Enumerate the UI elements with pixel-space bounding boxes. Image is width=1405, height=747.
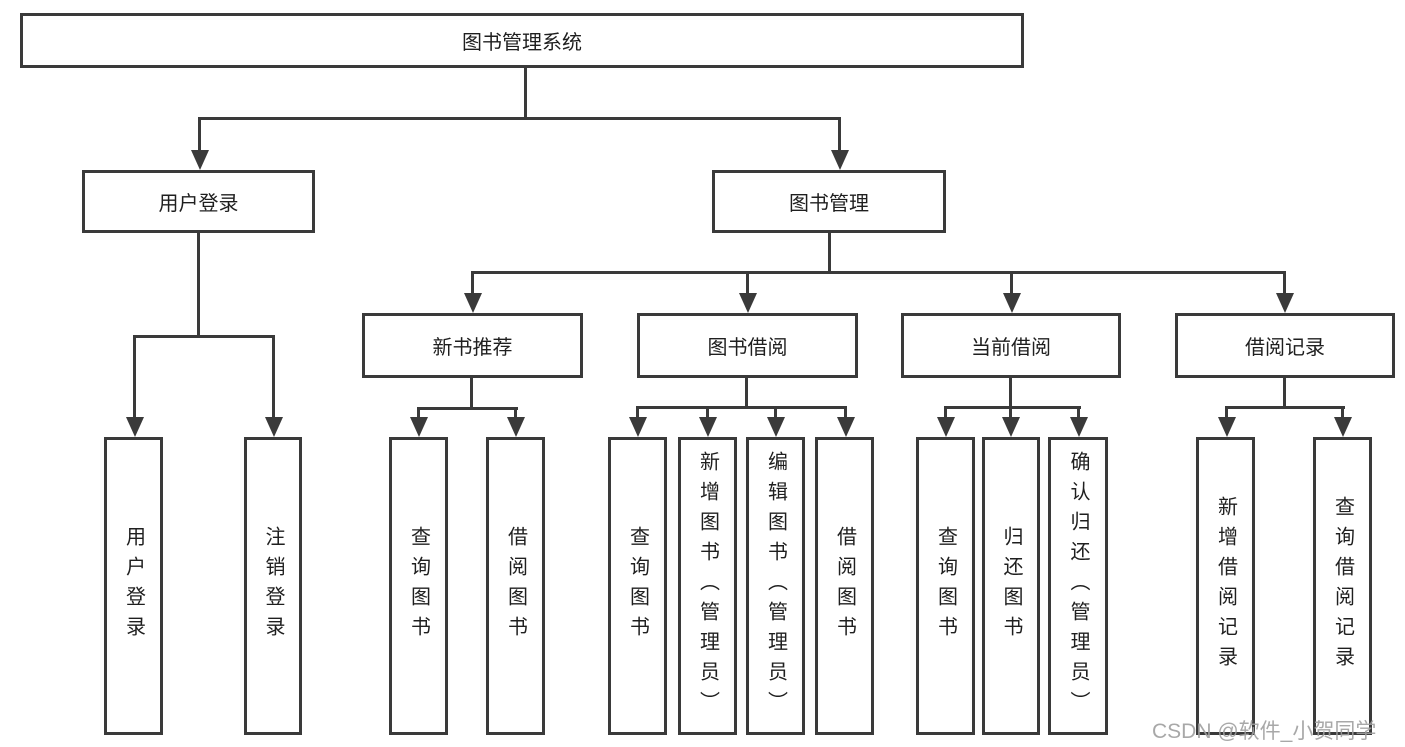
leaf-label: 新增借阅记录	[1214, 496, 1237, 676]
connector-line	[774, 406, 777, 421]
arrow-down-icon	[410, 417, 428, 437]
leaf-label: 借阅图书	[504, 526, 527, 646]
connector-line	[944, 406, 1081, 409]
node-label: 新书推荐	[432, 337, 513, 359]
leaf-label: 用户登录	[122, 526, 145, 646]
node-label: 用户登录	[158, 193, 239, 215]
node-label: 图书借阅	[707, 337, 788, 359]
arrow-down-icon	[265, 417, 283, 437]
leaf-label: 查询图书	[934, 526, 957, 646]
node-borrow-records: 借阅记录	[1175, 313, 1395, 378]
connector-line	[417, 407, 420, 421]
leaf-label: 归还图书	[1000, 526, 1022, 646]
node-current-borrow: 当前借阅	[901, 313, 1121, 378]
connector-line	[1225, 406, 1345, 409]
leaf-query-books-1: 查询图书	[389, 437, 448, 735]
arrow-down-icon	[937, 417, 955, 437]
arrow-down-icon	[831, 150, 849, 170]
connector-line	[838, 117, 841, 154]
leaf-logout: 注销登录	[244, 437, 302, 735]
connector-line	[514, 407, 517, 421]
arrow-down-icon	[1002, 417, 1020, 437]
arrow-down-icon	[1218, 417, 1236, 437]
arrow-down-icon	[837, 417, 855, 437]
arrow-down-icon	[507, 417, 525, 437]
leaf-add-book-admin: 新增图书（管理员）	[678, 437, 737, 735]
leaf-label: 注销登录	[262, 526, 284, 646]
connector-line	[133, 335, 275, 338]
node-root: 图书管理系统	[20, 13, 1024, 68]
arrow-down-icon	[629, 417, 647, 437]
connector-line	[636, 406, 847, 409]
arrow-down-icon	[464, 293, 482, 313]
node-new-book-recommend: 新书推荐	[362, 313, 583, 378]
arrow-down-icon	[699, 417, 717, 437]
connector-line	[746, 271, 749, 298]
connector-line	[1077, 406, 1080, 421]
connector-line	[944, 406, 947, 421]
connector-line	[198, 117, 201, 154]
connector-line	[844, 406, 847, 421]
node-book-borrow: 图书借阅	[637, 313, 858, 378]
leaf-query-books-2: 查询图书	[608, 437, 667, 735]
connector-line	[1341, 406, 1344, 421]
node-book-management: 图书管理	[712, 170, 946, 233]
arrow-down-icon	[1276, 293, 1294, 313]
connector-line	[524, 68, 527, 118]
leaf-borrow-books-2: 借阅图书	[815, 437, 874, 735]
connector-line	[198, 117, 841, 120]
csdn-watermark: CSDN @软件_小贺同学	[1152, 720, 1377, 743]
arrow-down-icon	[1003, 293, 1021, 313]
leaf-query-books-3: 查询图书	[916, 437, 975, 735]
connector-line	[1009, 378, 1012, 409]
leaf-label: 查询图书	[407, 526, 430, 646]
arrow-down-icon	[191, 150, 209, 170]
leaf-query-borrow-record: 查询借阅记录	[1313, 437, 1372, 735]
connector-line	[1010, 271, 1013, 298]
leaf-edit-book-admin: 编辑图书（管理员）	[746, 437, 805, 735]
connector-line	[470, 378, 473, 409]
leaf-label: 新增图书（管理员）	[696, 451, 719, 721]
connector-line	[471, 271, 474, 298]
leaf-label: 查询借阅记录	[1331, 496, 1354, 676]
leaf-confirm-return-admin: 确认归还（管理员）	[1048, 437, 1108, 735]
leaf-label: 查询图书	[626, 526, 649, 646]
connector-line	[197, 233, 200, 337]
connector-line	[417, 407, 518, 410]
connector-line	[745, 378, 748, 409]
connector-line	[1009, 406, 1012, 421]
leaf-return-book: 归还图书	[982, 437, 1040, 735]
connector-line	[828, 233, 831, 273]
arrow-down-icon	[126, 417, 144, 437]
connector-line	[636, 406, 639, 421]
leaf-user-login: 用户登录	[104, 437, 163, 735]
arrow-down-icon	[1334, 417, 1352, 437]
arrow-down-icon	[739, 293, 757, 313]
leaf-add-borrow-record: 新增借阅记录	[1196, 437, 1255, 735]
node-label: 借阅记录	[1245, 337, 1325, 359]
node-root-label: 图书管理系统	[462, 32, 582, 54]
arrow-down-icon	[767, 417, 785, 437]
connector-line	[133, 335, 136, 421]
connector-line	[1283, 271, 1286, 298]
arrow-down-icon	[1070, 417, 1088, 437]
connector-line	[471, 271, 1286, 274]
connector-line	[706, 406, 709, 421]
leaf-label: 借阅图书	[833, 526, 856, 646]
leaf-label: 确认归还（管理员）	[1067, 451, 1089, 721]
connector-line	[272, 335, 275, 421]
leaf-borrow-books-1: 借阅图书	[486, 437, 545, 735]
leaf-label: 编辑图书（管理员）	[764, 451, 787, 721]
node-label: 图书管理	[789, 193, 869, 215]
connector-line	[1283, 378, 1286, 409]
node-user-login: 用户登录	[82, 170, 315, 233]
connector-line	[1225, 406, 1228, 421]
node-label: 当前借阅	[971, 337, 1051, 359]
